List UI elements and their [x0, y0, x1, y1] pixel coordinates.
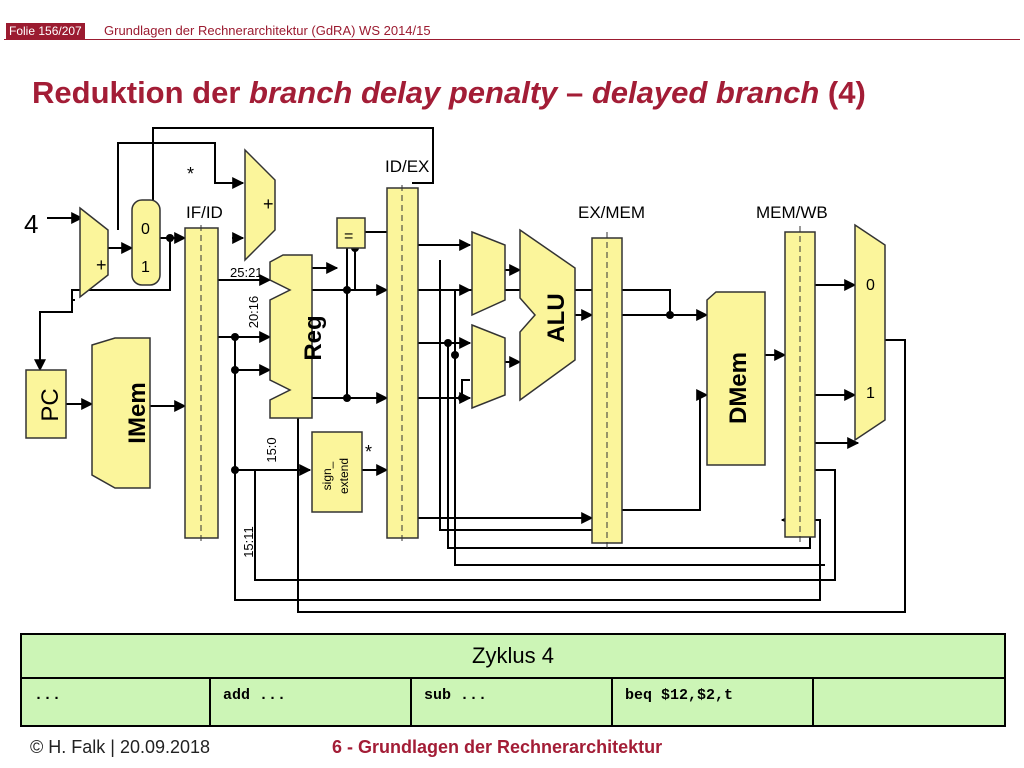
- cycle-table-cell: beq $12,$2,t: [611, 677, 814, 727]
- pc-register: [25, 369, 67, 439]
- alu: [519, 228, 576, 402]
- data-memory: [706, 291, 766, 466]
- alu-label: ALU: [543, 293, 570, 342]
- sign-extend-unit: [311, 431, 363, 513]
- header-divider: [4, 39, 1020, 40]
- wb-mux-input-zero: 0: [866, 277, 875, 294]
- slide-title: Reduktion der branch delay penalty – del…: [32, 75, 866, 111]
- writeback-mux: [854, 223, 886, 442]
- title-part: Reduktion der: [32, 75, 250, 110]
- imem-label: IMem: [124, 382, 151, 443]
- shift-star: *: [187, 164, 194, 184]
- cycle-table-cell: sub ...: [410, 677, 613, 727]
- pc-label: PC: [37, 388, 64, 421]
- sign-extend-star: *: [365, 442, 372, 462]
- reg-label: Reg: [300, 315, 327, 360]
- exmem-label: EX/MEM: [578, 203, 645, 222]
- idex-label: ID/EX: [385, 157, 429, 176]
- adder-plus-sign: +: [96, 255, 107, 275]
- cycle-table-heading: Zyklus 4: [20, 633, 1006, 679]
- equality-comparator: [336, 217, 366, 249]
- ifid-label: IF/ID: [186, 203, 223, 222]
- pc-adder: [79, 206, 109, 299]
- branch-target-wire: [152, 127, 434, 208]
- sign-extend-label-line2: extend: [337, 458, 351, 494]
- title-italic-term: delayed branch: [591, 75, 820, 110]
- bits-15-11-label: 15:11: [241, 526, 256, 558]
- title-italic-term: branch delay penalty: [249, 75, 558, 110]
- pc-plus-four-wire: [117, 142, 245, 230]
- comparator-equals: =: [344, 228, 353, 245]
- const-four-label: 4: [24, 209, 38, 239]
- cycle-table-cell: ...: [20, 677, 211, 727]
- footer-author: © H. Falk | 20.09.2018: [30, 737, 211, 757]
- cycle-table: Zyklus 4 ... add ... sub ... beq $12,$2,…: [20, 633, 1006, 727]
- bits-15-0-label: 15:0: [264, 437, 279, 462]
- slide-number-badge: Folie 156/207: [6, 23, 85, 39]
- cycle-table-cell: [812, 677, 1006, 727]
- bits-20-16-label: 20:16: [246, 296, 261, 329]
- cycle-table-cell: add ...: [209, 677, 412, 727]
- wb-mux-input-one: 1: [866, 385, 875, 402]
- footer-chapter: 6 - Grundlagen der Rechnerarchitektur: [332, 737, 663, 757]
- title-dash: –: [557, 75, 592, 110]
- sign-extend-label-line1: sign_: [320, 461, 334, 490]
- register-file: [269, 254, 313, 419]
- bits-25-21-label: 25:21: [230, 265, 263, 280]
- memwb-label: MEM/WB: [756, 203, 828, 222]
- course-title: Grundlagen der Rechnerarchitektur (GdRA)…: [104, 23, 431, 38]
- pc-mux: [131, 199, 161, 286]
- branch-adder-plus-sign: +: [263, 194, 274, 214]
- ifid-register: [184, 227, 219, 539]
- title-suffix: (4): [819, 75, 866, 110]
- pc-mux-input-zero: 0: [141, 221, 150, 238]
- forwarding-mux-b: [471, 323, 506, 410]
- dmem-label: DMem: [725, 352, 752, 424]
- pc-mux-input-one: 1: [141, 259, 150, 276]
- forwarding-mux-a: [471, 230, 506, 317]
- instruction-memory: [91, 337, 151, 489]
- branch-adder: [244, 148, 276, 262]
- header-bar: Folie 156/207 Grundlagen der Rechnerarch…: [0, 0, 1024, 40]
